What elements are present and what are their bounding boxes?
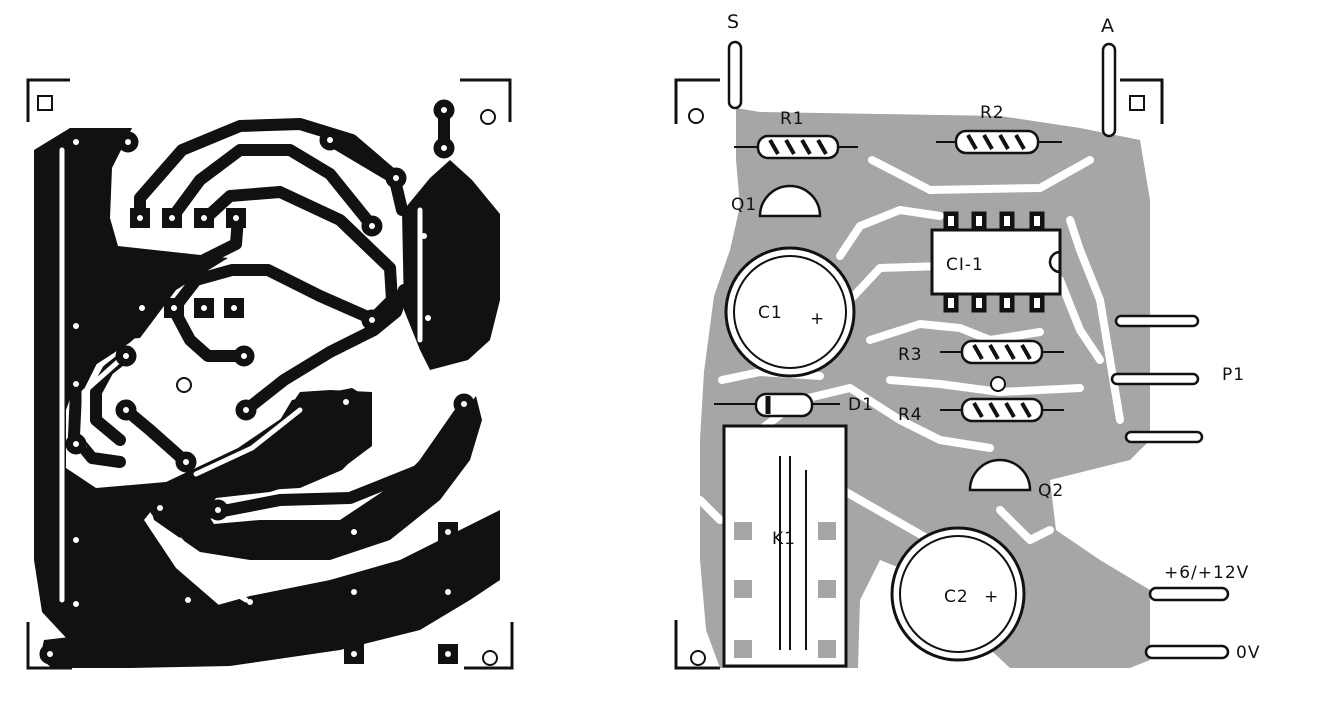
p1-terminals [1110,314,1204,444]
drill-holes [47,107,467,657]
component-side-panel: S A R1 R2 Q1 CI-1 C1 + R3 R4 D1 P1 Q2 K1… [674,11,1260,670]
label-c1-plus: + [810,309,825,329]
copper-side-panel [26,78,514,670]
label-ci1: CI-1 [946,255,984,275]
label-r3: R3 [898,345,923,365]
label-p1: P1 [1222,365,1245,385]
label-q1: Q1 [731,195,757,215]
capacitor-c1 [724,246,856,378]
supply-terminals [1144,586,1230,660]
relay-k1 [722,424,848,668]
label-r4: R4 [898,405,923,425]
label-supply: +6/+12V [1164,563,1249,583]
label-k1: K1 [772,529,796,549]
copper-bottom-band [40,510,500,668]
label-s: S [727,11,739,33]
copper-traces [68,104,472,520]
label-c1: C1 [758,303,783,323]
transistor-q1 [758,184,822,218]
capacitor-c2 [890,526,1026,662]
diode-d1 [714,392,840,418]
label-c2: C2 [944,587,969,607]
label-q2: Q2 [1038,481,1064,501]
resistor-r2 [936,129,1062,155]
resistor-r3 [940,339,1064,365]
mounting-holes-left [37,95,498,666]
copper-lower-band [148,388,482,560]
resistor-r1 [734,134,858,160]
resistor-r4 [940,397,1064,423]
corner-marks-right [674,78,1164,670]
mounting-holes-right [688,95,1145,666]
label-r1: R1 [780,109,805,129]
transistor-q2 [968,458,1032,492]
label-ground: 0V [1236,643,1260,663]
ic-ci1 [930,211,1062,313]
isolation-channels [59,147,423,603]
corner-marks-left [26,78,514,670]
copper-ground-plane [34,128,372,650]
copper-right-block [402,160,500,370]
label-d1: D1 [848,395,874,415]
label-c2-plus: + [984,587,999,607]
terminal-pins [727,40,1117,138]
test-point [990,376,1006,392]
label-r2: R2 [980,103,1005,123]
label-a: A [1101,15,1114,37]
